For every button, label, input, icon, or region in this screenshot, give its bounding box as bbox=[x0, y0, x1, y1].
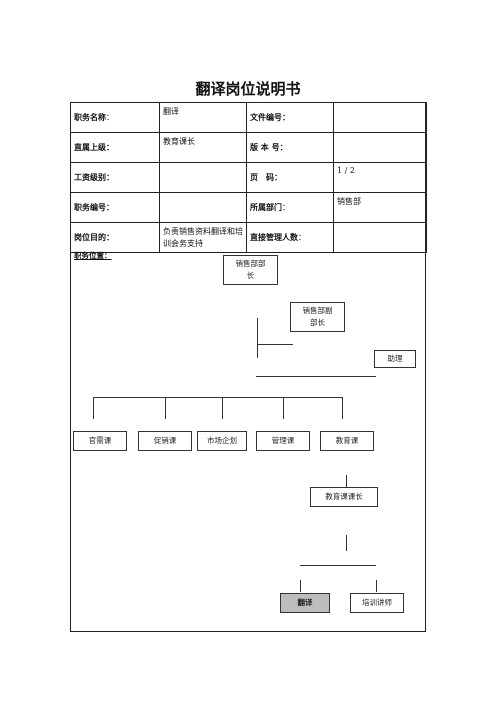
job-code-value bbox=[159, 192, 247, 223]
job-name-value: 翻译 bbox=[159, 102, 247, 133]
page-title: 翻译岗位说明书 bbox=[195, 80, 301, 98]
department-label: 所属部门： bbox=[246, 192, 334, 223]
version-label: 版 本 号： bbox=[246, 132, 334, 163]
connector-line bbox=[300, 580, 301, 592]
page-label: 页 码： bbox=[246, 162, 334, 193]
connector-line bbox=[300, 565, 376, 566]
connector-line bbox=[376, 580, 377, 592]
org-box-edu-head: 教育课课长 bbox=[310, 487, 378, 507]
subordinates-label: 直接管理人数： bbox=[246, 222, 334, 253]
table-row: 职务名称： 翻译 文件编号： bbox=[70, 102, 427, 133]
connector-line bbox=[222, 397, 223, 419]
org-box-section: 市场企划 bbox=[197, 431, 247, 451]
connector-line bbox=[342, 397, 343, 419]
table-row: 工资级别： 页 码： 1 / 2 bbox=[70, 162, 427, 193]
org-box-assistant: 助理 bbox=[374, 350, 416, 368]
org-box-section: 官需课 bbox=[73, 431, 127, 451]
direct-superior-value: 教育课长 bbox=[159, 132, 247, 163]
job-name-label: 职务名称： bbox=[70, 102, 160, 133]
connector-line bbox=[346, 475, 347, 487]
connector-line bbox=[93, 397, 342, 398]
purpose-value: 负责销售资料翻译和培训会务支持 bbox=[159, 222, 247, 253]
connector-line bbox=[346, 535, 347, 551]
connector-line bbox=[93, 397, 94, 419]
doc-no-label: 文件编号： bbox=[246, 102, 334, 133]
org-box-trainer: 培训讲师 bbox=[350, 593, 404, 613]
grade-label: 工资级别： bbox=[70, 162, 160, 193]
table-row: 直属上级： 教育课长 版 本 号： bbox=[70, 132, 427, 163]
connector-line bbox=[257, 318, 258, 358]
job-code-label: 职务编号： bbox=[70, 192, 160, 223]
org-box-section: 教育课 bbox=[320, 431, 374, 451]
org-box-section: 管理课 bbox=[256, 431, 310, 451]
page-value: 1 / 2 bbox=[333, 162, 427, 193]
version-value bbox=[333, 132, 427, 163]
department-value: 销售部 bbox=[333, 192, 427, 223]
connector-line bbox=[257, 344, 293, 345]
position-label: 职务位置： bbox=[74, 251, 112, 260]
org-box-manager: 销售部部长 bbox=[223, 255, 278, 285]
org-box-translator: 翻译 bbox=[280, 593, 330, 613]
table-row: 岗位目的： 负责销售资料翻译和培训会务支持 直接管理人数： bbox=[70, 222, 427, 253]
table-row: 职务编号： 所属部门： 销售部 bbox=[70, 192, 427, 223]
connector-line bbox=[283, 397, 284, 419]
subordinates-value bbox=[333, 222, 427, 253]
doc-no-value bbox=[333, 102, 427, 133]
info-table: 职务名称： 翻译 文件编号： 直属上级： 教育课长 版 本 号： 工资级别： 页… bbox=[70, 102, 427, 253]
grade-value bbox=[159, 162, 247, 193]
connector-line bbox=[165, 397, 166, 419]
org-box-section: 促销课 bbox=[138, 431, 192, 451]
direct-superior-label: 直属上级： bbox=[70, 132, 160, 163]
purpose-label: 岗位目的： bbox=[70, 222, 160, 253]
connector-line bbox=[256, 376, 376, 377]
org-box-deputy: 销售部副部长 bbox=[290, 302, 345, 332]
